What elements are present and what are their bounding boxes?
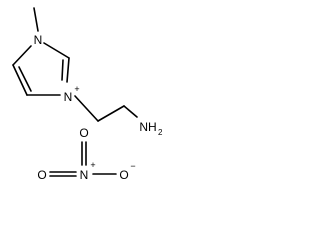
atom-o-right-charge: − [130,161,135,171]
bond-c5-c4-double [18,66,32,92]
atom-n1-label: N [34,33,43,47]
atom-amine-subscript: 2 [158,128,163,137]
atom-o-top-label: O [79,126,88,140]
atom-n3-charge: + [74,84,79,94]
bond-ch2-ch2 [97,105,125,122]
bond-n1-c2 [43,42,70,59]
bond-c2-n3 [66,57,70,83]
atom-n-nitrate-label: N [80,168,89,182]
atom-n3-label: N [64,90,73,104]
bond-n1-c5 [12,45,32,66]
chemical-structure: N N + NH 2 O O N + O − [12,7,163,182]
imidazolium-cation: N N + NH 2 [12,7,163,137]
bond-c2-n3-double [61,59,64,81]
atom-o-left-label: O [37,168,46,182]
nitrate-anion: O O N + O − [37,126,135,182]
bond-methyl [33,7,39,32]
bond-ch2-nh2 [123,105,138,118]
bond-n3-ch2 [74,95,99,122]
atom-n-nitrate-charge: + [90,160,95,170]
atom-o-right-label: O [119,168,128,182]
atom-amine-label: NH [139,120,156,134]
bond-c5-c4 [12,64,28,96]
